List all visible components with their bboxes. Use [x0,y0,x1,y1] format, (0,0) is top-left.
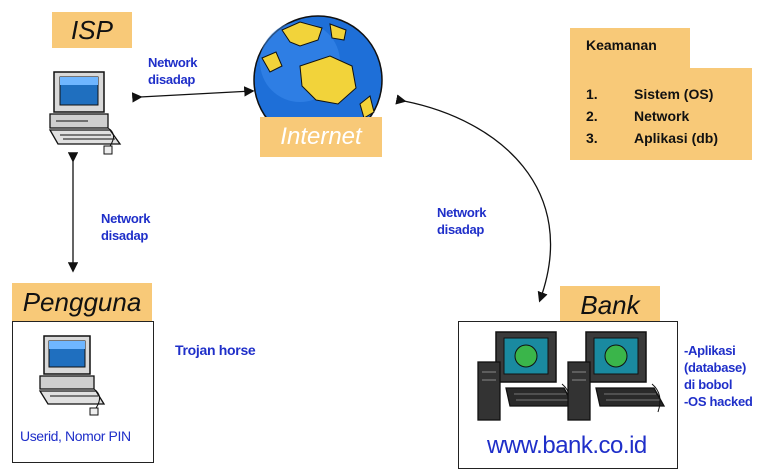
network-note-top: Network disadap [148,54,198,88]
pengguna-label: Pengguna [12,283,152,321]
keamanan-num-2: 2. [586,108,598,124]
keamanan-num-1: 1. [586,86,598,102]
network-note-top-line1: Network [148,55,198,70]
keamanan-list-bg [570,68,752,160]
threat-bank-line1: -Aplikasi [684,343,736,358]
network-note-top-line2: disadap [148,72,196,87]
arrow-internet-bank [395,94,552,303]
keamanan-title: Keamanan [586,37,657,53]
network-note-left-line1: Network [101,211,151,226]
network-note-right-line1: Network [437,205,487,220]
keamanan-num-3: 3. [586,130,598,146]
isp-label: ISP [52,12,132,48]
keamanan-title-bg [570,28,690,68]
arrow-isp-internet [131,86,255,103]
keamanan-item-1: Sistem (OS) [634,86,714,102]
bank-label: Bank [560,286,660,324]
network-note-left: Network disadap [101,210,151,244]
threat-bank-line3: di bobol [684,377,733,392]
threat-bank-line2: (database) [684,360,747,375]
internet-label: Internet [260,117,382,157]
network-note-right: Network disadap [437,204,487,238]
keamanan-item-3: Aplikasi (db) [634,130,719,146]
threat-pengguna: Trojan horse [175,342,256,358]
threat-bank: -Aplikasi (database) di bobol -OS hacked [684,342,753,410]
keamanan-item-2: Network [634,108,690,124]
threat-bank-line4: -OS hacked [684,394,753,409]
network-note-right-line2: disadap [437,222,485,237]
pengguna-caption: Userid, Nomor PIN [20,428,131,444]
network-note-left-line2: disadap [101,228,149,243]
bank-url: www.bank.co.id [487,432,647,459]
